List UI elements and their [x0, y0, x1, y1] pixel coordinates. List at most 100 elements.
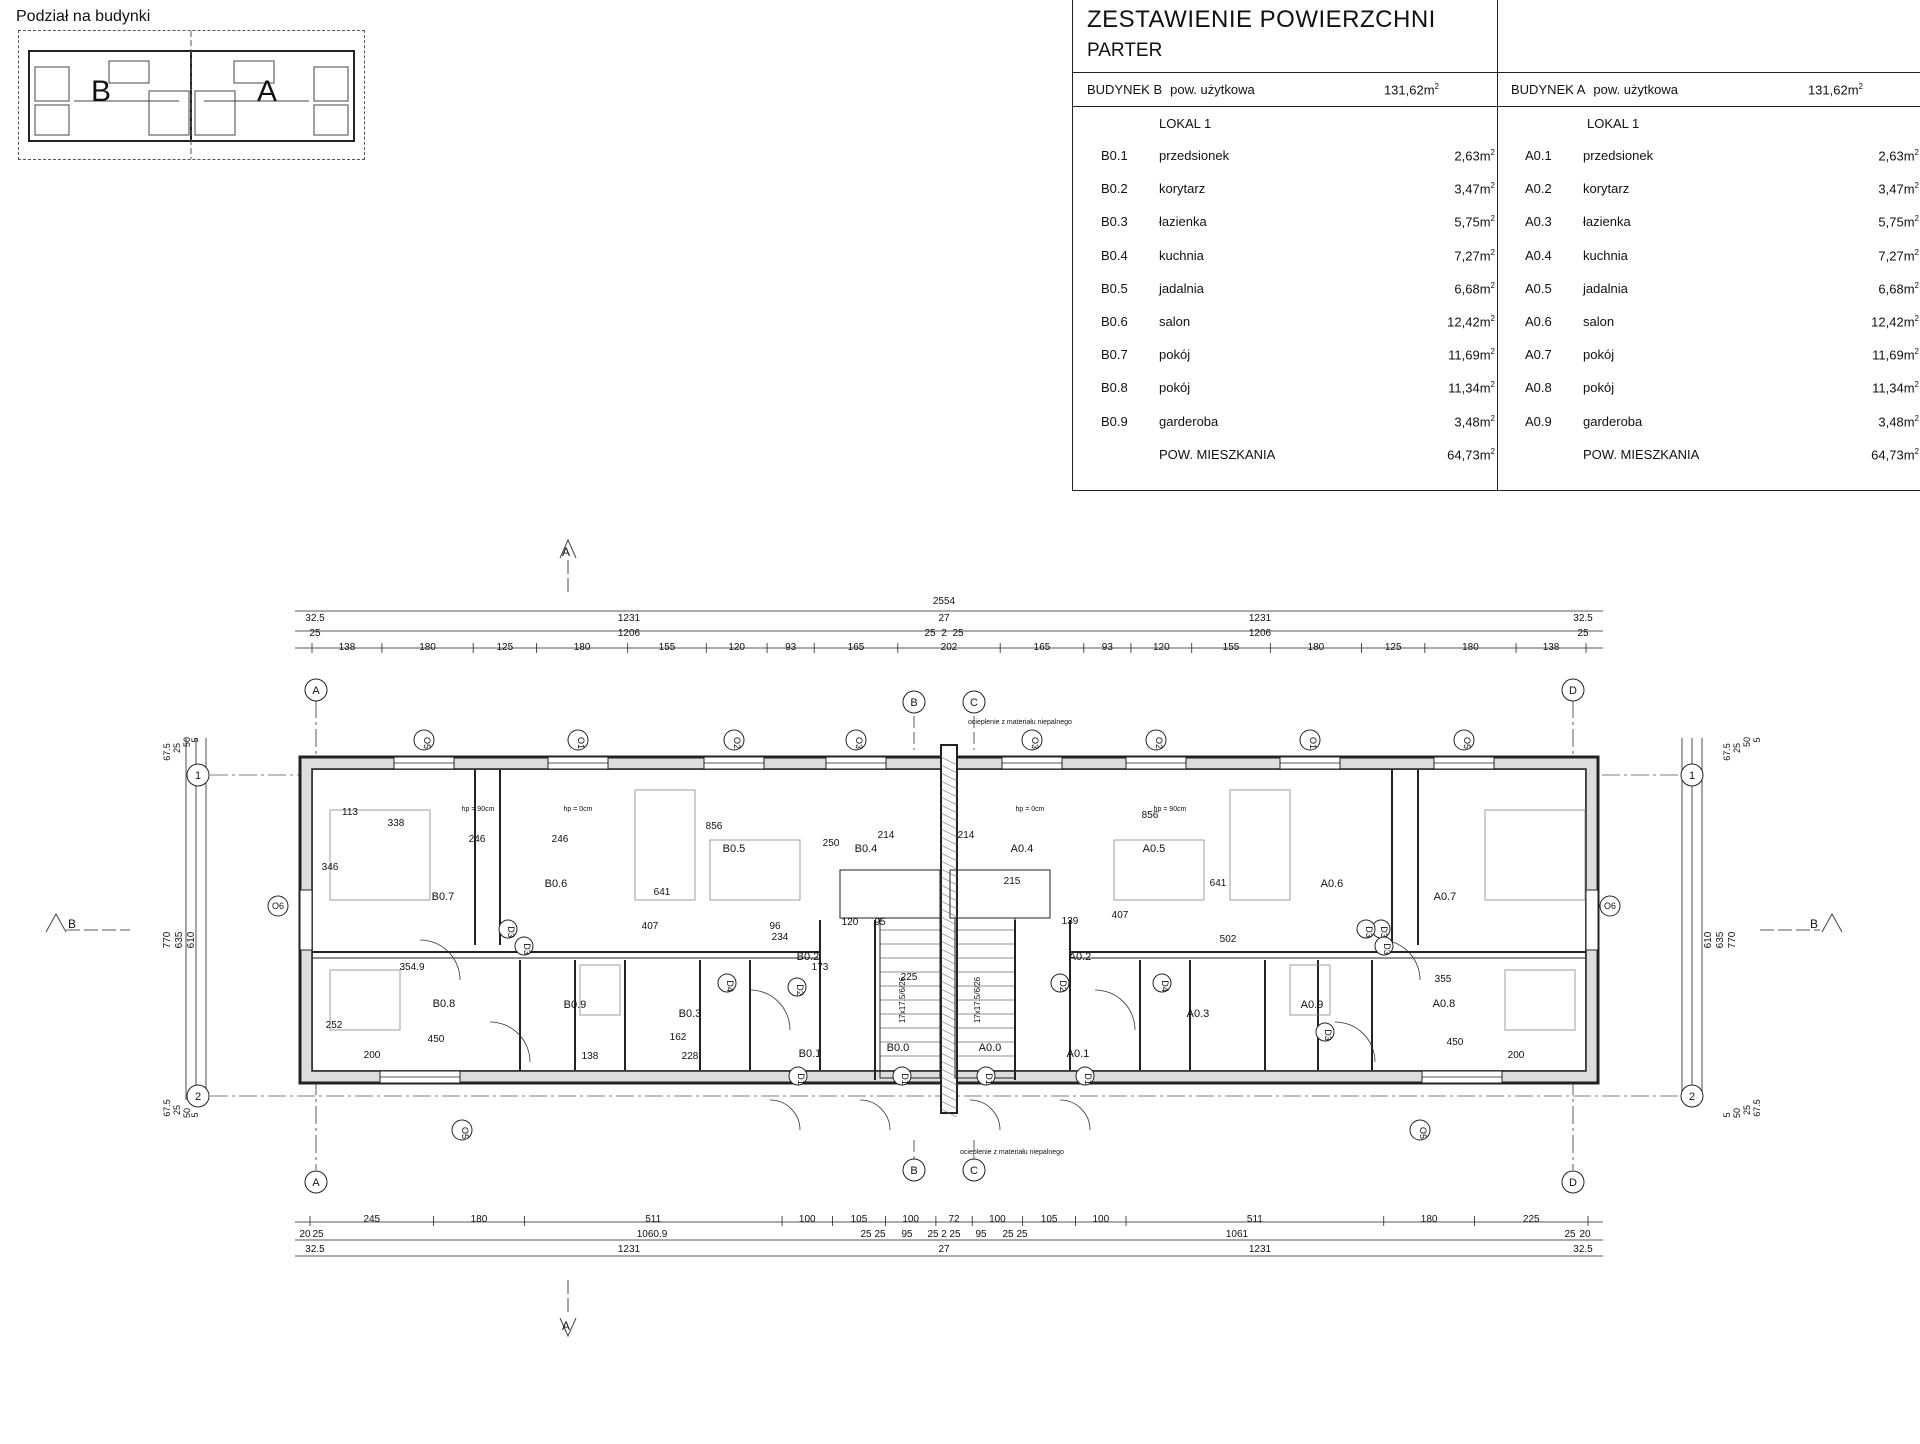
dimension-label: 25 [1002, 1229, 1014, 1240]
section-mark-label: A [562, 1319, 570, 1333]
room-area: 3,47m2 [1878, 181, 1919, 197]
axis-label: B [910, 1165, 917, 1177]
party-wall-hatch [940, 820, 958, 830]
party-wall-hatch [940, 852, 958, 862]
door-tag: D3 [1364, 926, 1374, 938]
dimension-label: 202 [941, 642, 958, 653]
dimension-label: 5 [1752, 737, 1762, 742]
dimension-label: 610 [186, 931, 197, 948]
door-tag-bubble [1374, 936, 1394, 956]
room-dimension: 252 [326, 1020, 343, 1031]
room-label: A0.1 [1067, 1048, 1090, 1060]
axis-bubble [902, 690, 926, 714]
dimension-label: 25 [309, 628, 321, 639]
dimension-label: 180 [419, 642, 436, 653]
room-name: POW. MIESZKANIA [1583, 446, 1700, 462]
room-dimension: 338 [388, 818, 405, 829]
room-dimension: 856 [1142, 810, 1159, 821]
building-name: BUDYNEK A [1511, 82, 1586, 97]
room-dimension: 407 [642, 921, 659, 932]
room-label: A0.8 [1433, 998, 1456, 1010]
door-swing [749, 989, 791, 1031]
room-dimension: 95 [874, 917, 886, 928]
room-label: B0.7 [432, 891, 455, 903]
axis-label: 2 [1689, 1091, 1695, 1103]
window-tag: O6 [272, 901, 284, 911]
dimension-label: 25 [172, 743, 182, 753]
party-wall-hatch [940, 908, 958, 918]
dimension-label: 72 [948, 1214, 960, 1225]
room-dimension: 246 [469, 834, 486, 845]
room-dimension: 200 [364, 1050, 381, 1061]
door-tag-bubble [787, 977, 807, 997]
room-code: A0.5 [1525, 280, 1552, 296]
window-tag-bubble [567, 729, 589, 751]
room-dimension: 234 [772, 932, 789, 943]
window-tag: O1 [576, 737, 586, 749]
room-area: 11,34m2 [1872, 380, 1919, 396]
usable-area-value: 131,62m2 [1807, 82, 1863, 98]
room-code: A0.1 [1525, 148, 1552, 163]
window-tag-bubble [1299, 729, 1321, 751]
party-wall-hatch [940, 1028, 958, 1038]
room-code: B0.1 [1101, 148, 1128, 163]
room-area: 12,42m2 [1871, 314, 1919, 330]
section-mark-label: B [68, 917, 76, 931]
room-label: A0.2 [1069, 951, 1092, 963]
party-wall-hatch [940, 900, 958, 910]
room-area: 2,63m2 [1878, 148, 1919, 164]
dimension-label: 180 [1421, 1214, 1438, 1225]
party-wall-hatch [940, 948, 958, 958]
dimension-label: 25 [860, 1229, 872, 1240]
room-code: B0.7 [1101, 347, 1128, 363]
keyplan-diagram: B A [18, 30, 365, 160]
party-wall-hatch [940, 1020, 958, 1030]
axis-label: D [1569, 685, 1577, 697]
dimension-label: 32.5 [1573, 1244, 1593, 1255]
dimension-label: 25 [949, 1229, 961, 1240]
axis-bubble [902, 1158, 926, 1182]
room-dimension: 355 [1435, 974, 1452, 985]
party-wall-hatch [940, 1036, 958, 1046]
door-tag: D1 [1083, 1073, 1093, 1085]
table-rule [1073, 106, 1920, 107]
door-tag: D1 [900, 1073, 910, 1085]
window-tag: O5 [1462, 737, 1472, 749]
dimension-label: 770 [162, 931, 173, 948]
party-wall-hatch [940, 996, 958, 1006]
dimension-label: 50 [1732, 1108, 1742, 1118]
dimension-label: 100 [902, 1214, 919, 1225]
door-tag: D2 [1058, 980, 1068, 992]
room-dimension: 139 [1062, 916, 1079, 927]
room-name: pokój [1583, 380, 1615, 396]
party-wall-hatch [940, 956, 958, 966]
party-wall-hatch [940, 940, 958, 950]
door-swing [769, 1099, 801, 1131]
room-area: 11,69m2 [1448, 347, 1495, 363]
dimension-label: 1231 [1249, 1244, 1272, 1255]
room-name: łazienka [1583, 214, 1631, 230]
room-dimension: 228 [682, 1051, 699, 1062]
dimension-label: 125 [496, 642, 513, 653]
room-dimension: 502 [1220, 934, 1237, 945]
section-mark-label: B [1810, 917, 1818, 931]
party-wall-hatch [940, 796, 958, 806]
party-wall-hatch [940, 1092, 958, 1102]
room-code: A0.3 [1525, 214, 1552, 230]
room-label: A0.4 [1011, 843, 1034, 855]
door-swing [1334, 1021, 1376, 1063]
room-area: 11,69m2 [1872, 347, 1919, 363]
room-name: pokój [1583, 347, 1615, 363]
party-wall-hatch [940, 828, 958, 838]
room-name: jadalnia [1159, 280, 1204, 296]
party-wall-hatch [940, 884, 958, 894]
door-tag: D3 [522, 943, 532, 955]
room-label: A0.0 [979, 1042, 1002, 1054]
party-wall-hatch [940, 804, 958, 814]
door-tag: D1 [796, 1073, 806, 1085]
room-name: garderoba [1583, 413, 1643, 429]
